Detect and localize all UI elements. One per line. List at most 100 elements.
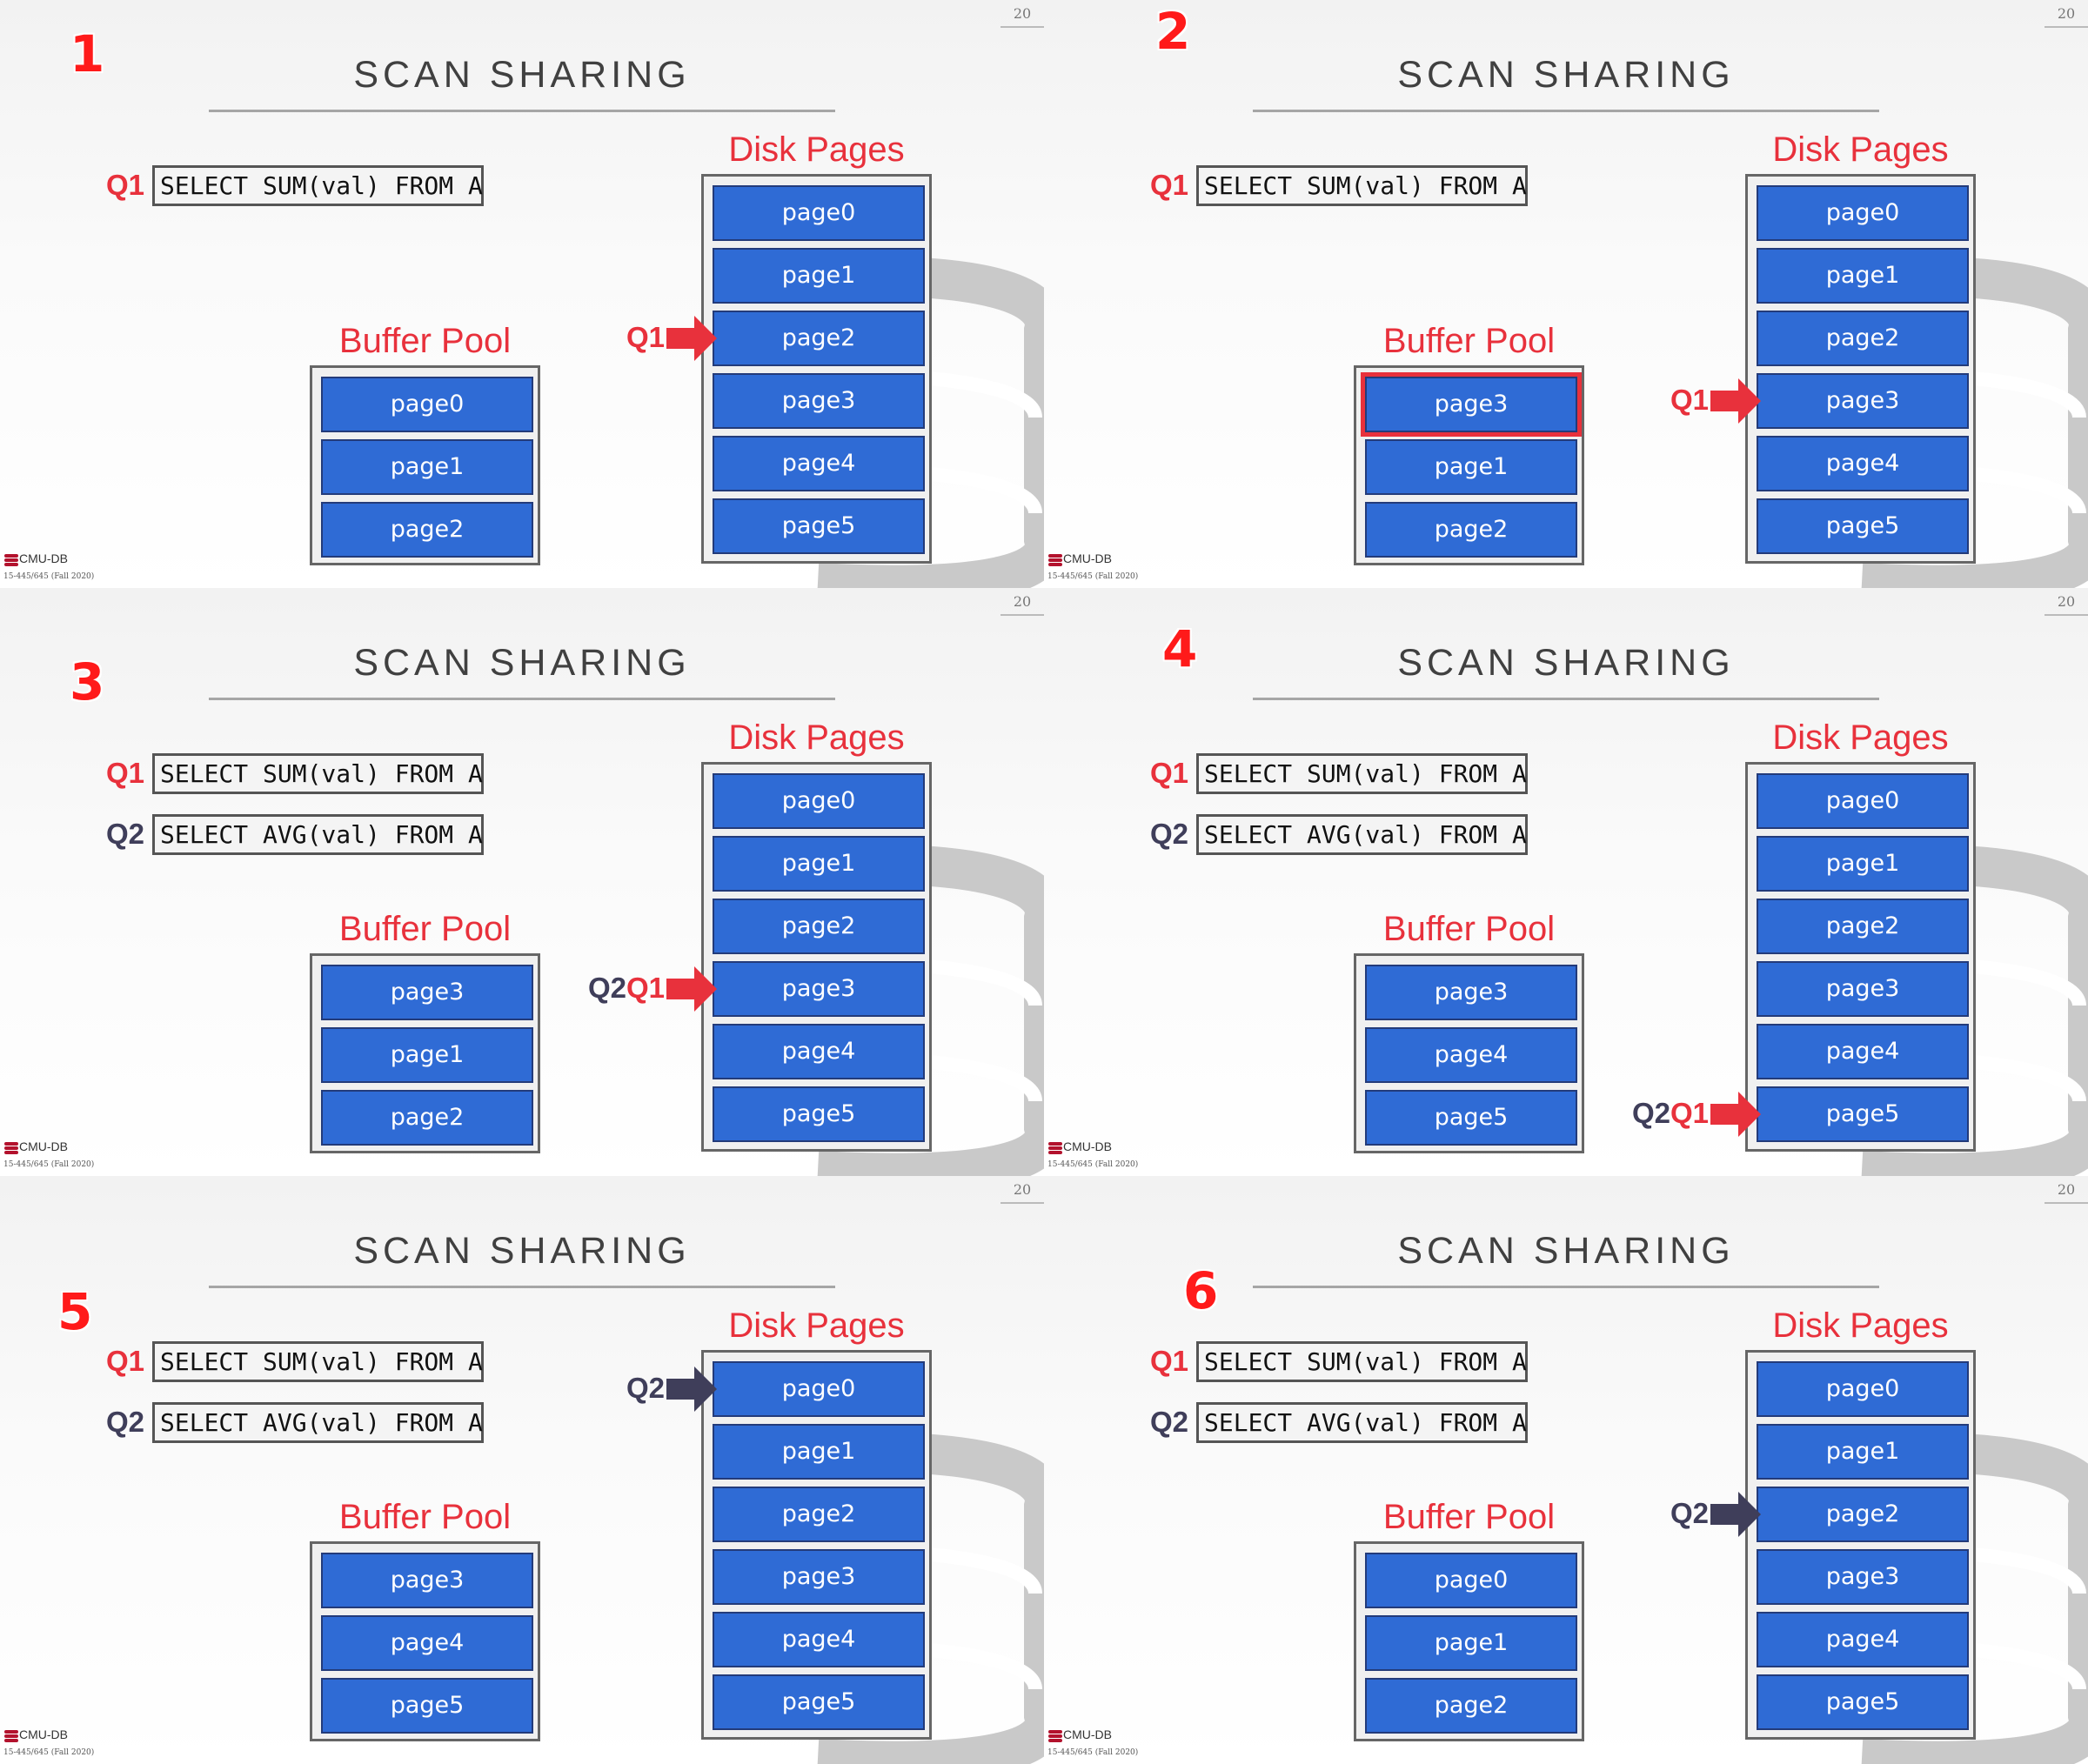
query-label: Q1 (1150, 757, 1189, 789)
disk-page: page3 (713, 961, 925, 1017)
slide-number-rule (1000, 1202, 1044, 1204)
disk-pages-title: Disk Pages (728, 718, 905, 757)
step-number: 6 (1183, 1261, 1219, 1320)
disk-page: page4 (1757, 436, 1969, 491)
cmu-db-logo-icon (1048, 1142, 1062, 1154)
step-number: 1 (70, 24, 105, 84)
course-label: 15-445/645 (Fall 2020) (1047, 1160, 1139, 1169)
disk-page: page1 (713, 836, 925, 892)
slide-number-rule (2044, 1202, 2088, 1204)
scan-cursor-label: Q2 (626, 1372, 666, 1404)
slide-number-rule (2044, 26, 2088, 28)
buffer-pool-page: page3 (321, 965, 533, 1020)
query-sql-box: SELECT SUM(val) FROM A (152, 1341, 484, 1382)
buffer-pool-page: page3 (1361, 372, 1582, 437)
buffer-pool-page: page1 (321, 1027, 533, 1083)
disk-pages-title: Disk Pages (1772, 1306, 1949, 1345)
query-label: Q1 (1150, 169, 1189, 201)
buffer-pool-page: page2 (321, 1090, 533, 1146)
course-label: 15-445/645 (Fall 2020) (3, 572, 95, 581)
buffer-pool-page: page4 (321, 1615, 533, 1671)
disk-page: page1 (713, 248, 925, 304)
step-number: 4 (1162, 619, 1198, 678)
slide-number: 20 (1013, 5, 1032, 22)
disk-page: page3 (713, 373, 925, 429)
disk-page: page4 (1757, 1024, 1969, 1079)
query-label: Q1 (1150, 1345, 1189, 1377)
disk-page: page3 (1757, 1549, 1969, 1605)
slide-title: SCAN SHARING (1397, 54, 1735, 96)
step-number: 3 (70, 652, 105, 712)
disk-page: page1 (1757, 248, 1969, 304)
scan-cursor-label: Q1 (626, 321, 666, 353)
query-sql-box: SELECT SUM(val) FROM A (1196, 1341, 1528, 1382)
course-label: 15-445/645 (Fall 2020) (1047, 1748, 1139, 1757)
slide-title: SCAN SHARING (353, 54, 691, 96)
slide-title: SCAN SHARING (1397, 1230, 1735, 1272)
scan-cursor-arrow-icon (1710, 1092, 1761, 1137)
disk-page: page1 (713, 1424, 925, 1480)
course-label: 15-445/645 (Fall 2020) (1047, 572, 1139, 581)
slide-title: SCAN SHARING (353, 1230, 691, 1272)
scan-cursor-arrow-icon (666, 316, 717, 361)
logo-text: CMU-DB (1063, 551, 1112, 565)
scan-cursor-label: Q2 (1632, 1097, 1671, 1129)
scan-cursor-label: Q2 (588, 972, 627, 1004)
disk-page: page5 (1757, 1674, 1969, 1730)
disk-pages-title: Disk Pages (1772, 130, 1949, 169)
buffer-pool-title: Buffer Pool (1382, 910, 1556, 948)
cmu-db-logo-icon (1048, 554, 1062, 566)
disk-page: page5 (713, 1086, 925, 1142)
disk-page: page2 (1757, 899, 1969, 954)
slide-number: 20 (2057, 1181, 2076, 1198)
buffer-pool-page: page1 (1365, 439, 1577, 495)
title-rule (209, 1286, 835, 1288)
disk-page: page2 (713, 1487, 925, 1542)
buffer-pool-title: Buffer Pool (338, 1498, 512, 1536)
query-sql-box: SELECT SUM(val) FROM A (152, 753, 484, 794)
cmu-db-logo-icon (4, 1730, 18, 1742)
title-rule (1253, 1286, 1879, 1288)
step-number: 5 (57, 1282, 93, 1341)
logo-text: CMU-DB (1063, 1139, 1112, 1153)
buffer-pool-container: page3 page4 page5 (310, 1541, 540, 1741)
buffer-pool-page: page4 (1365, 1027, 1577, 1083)
disk-page: page4 (1757, 1612, 1969, 1667)
logo-text: CMU-DB (1063, 1727, 1112, 1741)
disk-page: page0 (1757, 1361, 1969, 1417)
disk-pages-title: Disk Pages (728, 130, 905, 169)
title-rule (209, 110, 835, 112)
disk-page: page3 (1757, 373, 1969, 429)
cmu-db-logo-icon (1048, 1730, 1062, 1742)
buffer-pool-page: page5 (1365, 1090, 1577, 1146)
title-rule (1253, 110, 1879, 112)
disk-page: page2 (713, 899, 925, 954)
disk-page: page0 (713, 185, 925, 241)
scan-cursor-arrow-icon (666, 1366, 717, 1412)
query-label: Q2 (1150, 818, 1189, 850)
query-label: Q2 (106, 818, 145, 850)
scan-cursor-label: Q2 (1670, 1497, 1710, 1529)
disk-page: page2 (1757, 311, 1969, 366)
slide-number: 20 (1013, 1181, 1032, 1198)
cmu-db-logo-icon (4, 1142, 18, 1154)
logo-text: CMU-DB (19, 1727, 68, 1741)
buffer-pool-page: page3 (1365, 965, 1577, 1020)
buffer-pool-page: page3 (321, 1553, 533, 1608)
slide-number-rule (1000, 26, 1044, 28)
disk-page: page3 (1757, 961, 1969, 1017)
buffer-pool-title: Buffer Pool (338, 322, 512, 360)
buffer-pool-page: page5 (321, 1678, 533, 1734)
slide-title: SCAN SHARING (1397, 642, 1735, 684)
disk-page: page0 (1757, 773, 1969, 829)
